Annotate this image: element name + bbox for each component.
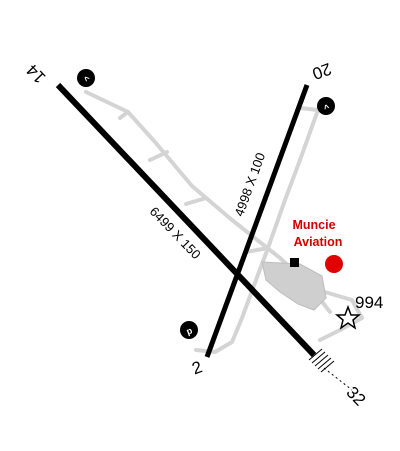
- taxiway-stub-c: [184, 196, 208, 206]
- beacon-star-icon: [334, 304, 362, 330]
- runway-32-threshold-bars: [308, 348, 335, 373]
- taxiway-stub-a: [118, 110, 130, 120]
- runway-end-2-label: 2: [189, 357, 204, 378]
- runway-end-20-label: 20: [310, 59, 334, 83]
- svg-text:^: ^: [322, 102, 331, 113]
- field-elevation: 994: [355, 293, 383, 312]
- taxiway-stub-b: [148, 150, 169, 162]
- building-square-icon: [290, 258, 299, 267]
- svg-text:^: ^: [82, 73, 93, 84]
- runway-end-14-label: 14: [23, 60, 50, 87]
- runway-end-arrow-icon: ^: [317, 97, 335, 115]
- runway-2-20: [204, 84, 310, 358]
- runway-end-32-label: 32: [343, 383, 370, 410]
- fbo-circle-icon: [325, 255, 343, 273]
- taxiway-connector-east: [316, 288, 364, 342]
- taxiway-stub-e: [194, 348, 217, 354]
- fbo-name-line1: Muncie: [292, 218, 335, 232]
- runways: [55, 82, 317, 358]
- runway-14-32: [55, 82, 317, 358]
- apron-area: [261, 261, 327, 311]
- taxiway-stub-d: [298, 106, 320, 112]
- svg-text:p: p: [185, 325, 194, 336]
- runway-end-arrow-icon: ^: [77, 69, 95, 87]
- fbo-name-line2: Aviation: [294, 235, 343, 249]
- runway-32-extension-dashed: [323, 367, 353, 391]
- pavement-p-icon: p: [180, 321, 198, 339]
- taxiway-stub-f: [244, 246, 270, 254]
